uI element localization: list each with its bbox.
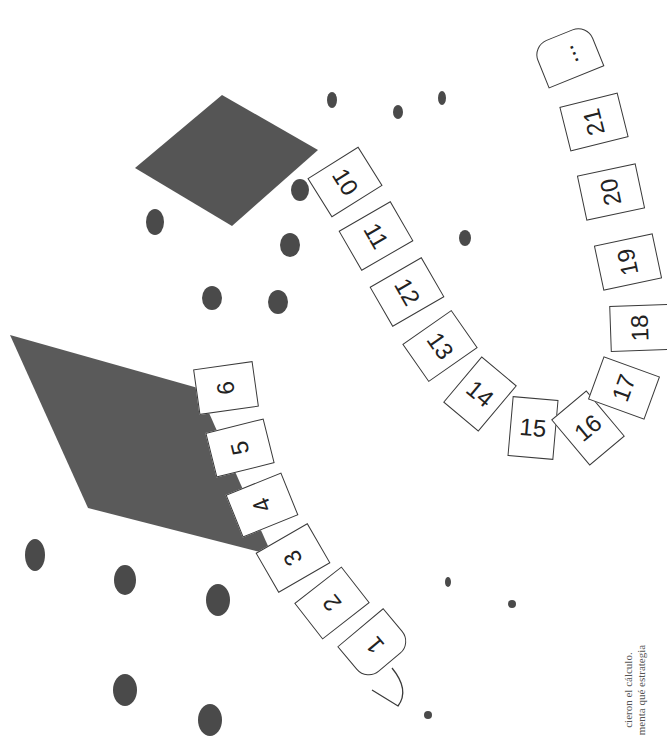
cell-number: 19	[613, 246, 642, 277]
board-cell: 12	[370, 257, 445, 327]
board-cell: 5	[205, 418, 274, 477]
board-cell: ...	[532, 23, 605, 88]
cell-number: 2	[318, 590, 345, 615]
dark-diamond	[10, 335, 272, 555]
cell-number: 6	[213, 380, 239, 397]
cell-number: 14	[462, 376, 498, 412]
cell-number: 1	[362, 632, 389, 658]
board-cell: 13	[402, 310, 478, 382]
cell-number: 18	[628, 314, 653, 342]
cell-number: 5	[227, 439, 254, 458]
dots	[25, 91, 516, 736]
board-cell: 15	[507, 396, 558, 460]
cell-number: 10	[328, 164, 363, 199]
cell-number: 4	[248, 494, 275, 515]
board-cell: 14	[443, 356, 517, 432]
board-cell: 20	[577, 163, 645, 220]
board-cell: 18	[609, 304, 667, 352]
path-end	[372, 668, 403, 706]
cell-number: 13	[423, 328, 458, 364]
cell-number: 21	[579, 106, 609, 138]
board-cell: 21	[559, 92, 628, 151]
dark-diamond	[135, 95, 318, 226]
cell-number: 20	[596, 176, 625, 207]
board-cell: 6	[193, 361, 259, 415]
cell-number: 16	[570, 410, 606, 446]
page-text: menta qué estrategia	[635, 645, 647, 735]
cell-number: 3	[279, 546, 306, 570]
cell-number: ...	[553, 42, 583, 70]
cell-number: 17	[608, 371, 640, 404]
cell-number: 15	[519, 415, 548, 441]
board-cell: 19	[594, 233, 662, 290]
page-text: cieron el cálculo.	[622, 652, 634, 727]
cell-number: 11	[359, 219, 392, 253]
cell-number: 12	[390, 274, 424, 309]
board-cell: 10	[307, 147, 382, 218]
board-cell: 11	[339, 201, 414, 271]
